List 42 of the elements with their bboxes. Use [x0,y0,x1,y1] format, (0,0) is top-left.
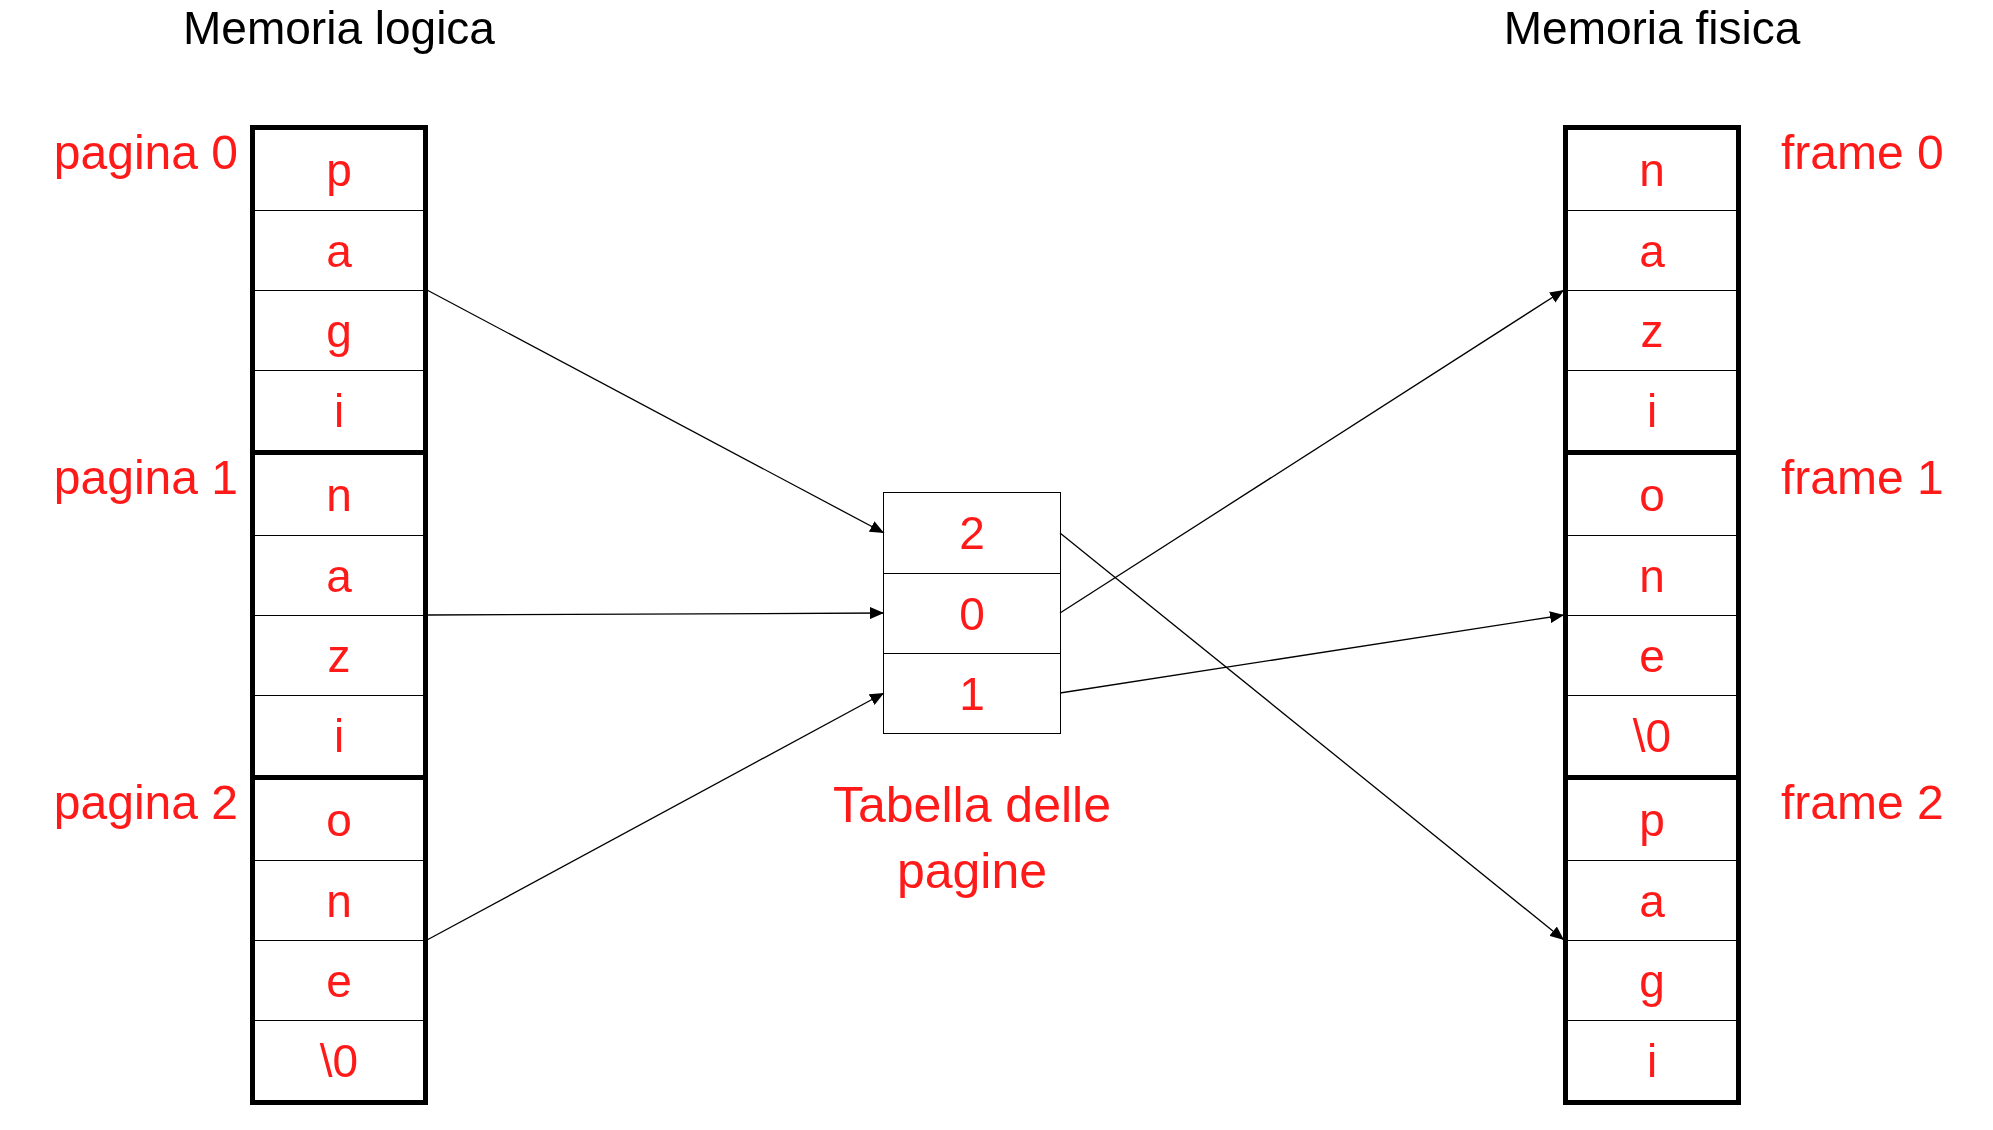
memory-cell: \0 [255,1020,423,1100]
memory-cell: a [255,210,423,290]
memory-cell: o [255,780,423,860]
memory-cell: \0 [1568,695,1736,775]
block-label: frame 0 [1781,125,1944,180]
block-label: pagina 2 [53,775,238,830]
memory-cell: p [1568,780,1736,860]
table-caption: Tabella delle pagine [832,776,1112,901]
memory-cell: g [255,290,423,370]
arrow [426,692,885,941]
arrow [1059,611,1565,694]
memory-cell: n [1568,130,1736,210]
memory-cell: i [255,695,423,775]
table-entry: 2 [883,493,1061,573]
column-title: Memoria logica [182,1,496,55]
memory-cell: o [1568,455,1736,535]
memory-cell: n [1568,535,1736,615]
arrow [426,607,885,620]
memory-cell: z [255,615,423,695]
memory-cell: g [1568,940,1736,1020]
column-title: Memoria fisica [1502,1,1802,55]
memory-cell: a [255,535,423,615]
memory-cell: i [1568,1020,1736,1100]
memory-cell: e [255,940,423,1020]
memory-cell: n [255,860,423,940]
arrow [426,289,885,534]
memory-cell: a [1568,860,1736,940]
memory-cell: z [1568,290,1736,370]
table-entry: 1 [883,653,1061,733]
block-label: frame 2 [1781,775,1944,830]
memory-cell: e [1568,615,1736,695]
arrow [1059,289,1565,614]
memory-cell: p [255,130,423,210]
block-label: pagina 0 [53,125,238,180]
memory-cell: i [255,370,423,450]
arrow [1059,532,1565,941]
block-label: frame 1 [1781,450,1944,505]
block-label: pagina 1 [53,450,238,505]
memory-cell: n [255,455,423,535]
memory-cell: a [1568,210,1736,290]
table-entry: 0 [883,573,1061,653]
memory-cell: i [1568,370,1736,450]
